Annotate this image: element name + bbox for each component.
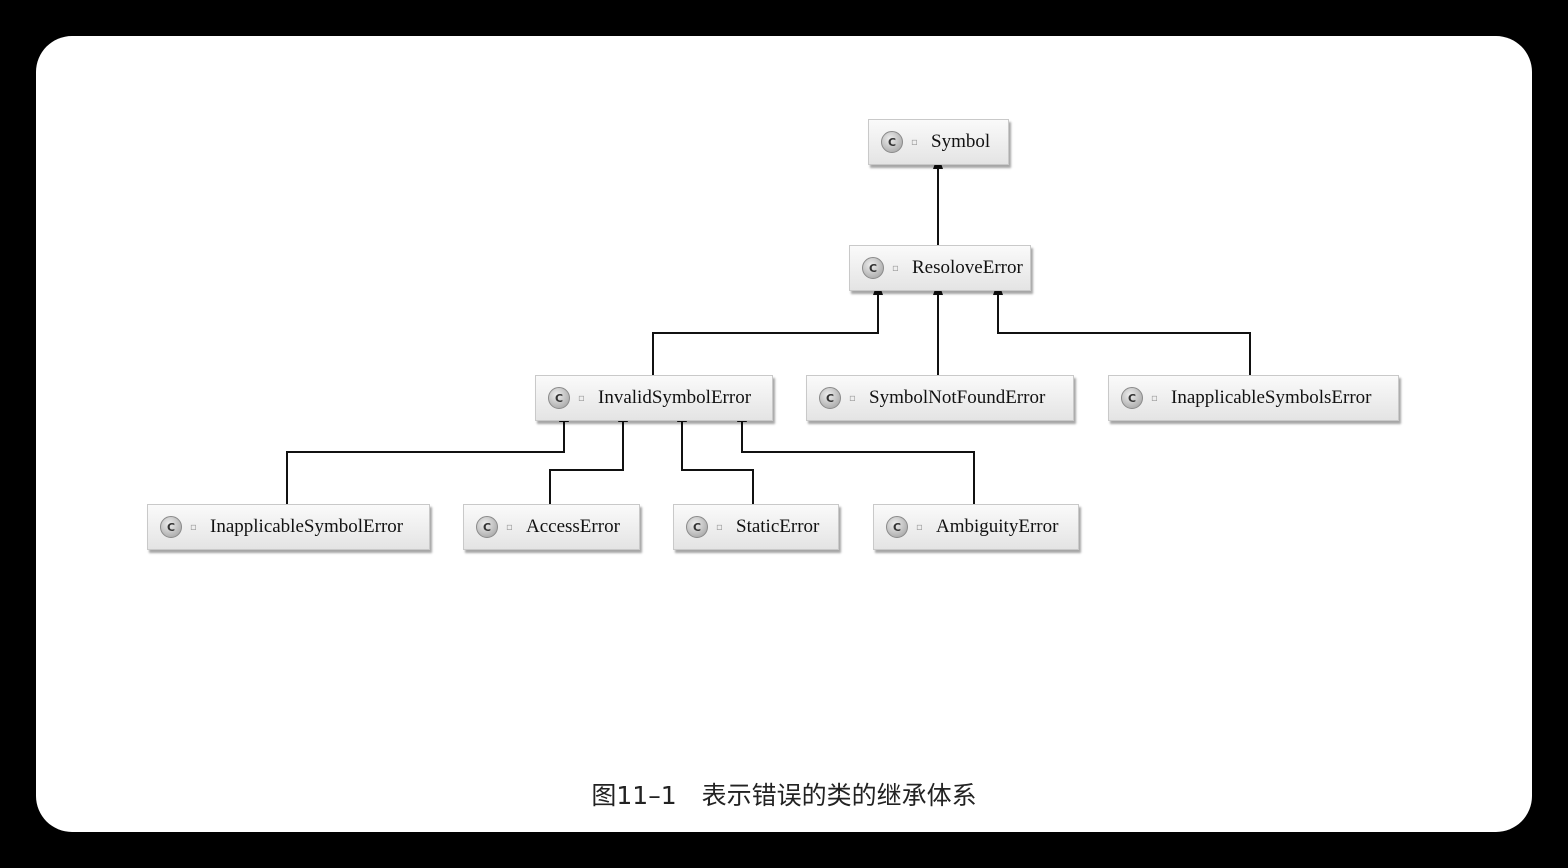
class-icon: C bbox=[862, 257, 884, 279]
visibility-icon: ▫ bbox=[892, 262, 899, 274]
visibility-icon: ▫ bbox=[1151, 392, 1158, 404]
class-node-resolove-error[interactable]: C ▫ ResoloveError bbox=[849, 245, 1031, 291]
class-icon: C bbox=[686, 516, 708, 538]
edge-static-error-to-invalid-symbol-error bbox=[677, 408, 754, 504]
visibility-icon: ▫ bbox=[716, 521, 723, 533]
class-icon: C bbox=[160, 516, 182, 538]
diagram-card bbox=[36, 36, 1532, 832]
class-node-invalid-symbol-error[interactable]: C ▫ InvalidSymbolError bbox=[535, 375, 773, 421]
class-icon: C bbox=[819, 387, 841, 409]
edge-invalid-symbol-error-to-resolve-error bbox=[652, 281, 883, 375]
visibility-icon: ▫ bbox=[190, 521, 197, 533]
figure-caption: 图11–1 表示错误的类的继承体系 bbox=[591, 781, 977, 810]
visibility-icon: ▫ bbox=[506, 521, 513, 533]
class-node-inapplicable-symbol-error[interactable]: C ▫ InapplicableSymbolError bbox=[147, 504, 430, 550]
class-icon: C bbox=[886, 516, 908, 538]
class-node-label: AccessError bbox=[526, 516, 620, 537]
class-node-static-error[interactable]: C ▫ StaticError bbox=[673, 504, 839, 550]
class-node-inapplicable-symbols-error[interactable]: C ▫ InapplicableSymbolsError bbox=[1108, 375, 1399, 421]
class-node-symbol[interactable]: C ▫ Symbol bbox=[868, 119, 1009, 165]
class-node-symbol-not-found-error[interactable]: C ▫ SymbolNotFoundError bbox=[806, 375, 1074, 421]
visibility-icon: ▫ bbox=[578, 392, 585, 404]
class-node-access-error[interactable]: C ▫ AccessError bbox=[463, 504, 640, 550]
edge-ambiguity-error-to-invalid-symbol-error bbox=[737, 408, 975, 504]
class-node-label: ResoloveError bbox=[912, 257, 1023, 278]
class-node-label: AmbiguityError bbox=[936, 516, 1059, 537]
class-node-label: InapplicableSymbolError bbox=[210, 516, 404, 537]
class-node-label: InvalidSymbolError bbox=[598, 387, 752, 408]
edge-inapplicable-symbols-error-to-resolve-error bbox=[993, 281, 1251, 375]
class-node-label: SymbolNotFoundError bbox=[869, 387, 1046, 408]
edge-access-error-to-invalid-symbol-error bbox=[549, 408, 628, 504]
class-icon: C bbox=[548, 387, 570, 409]
edge-inapplicable-symbol-error-to-invalid-symbol-error bbox=[286, 408, 569, 504]
visibility-icon: ▫ bbox=[911, 136, 918, 148]
visibility-icon: ▫ bbox=[916, 521, 923, 533]
visibility-icon: ▫ bbox=[849, 392, 856, 404]
class-node-label: StaticError bbox=[736, 516, 820, 537]
class-icon: C bbox=[476, 516, 498, 538]
class-node-label: Symbol bbox=[931, 131, 991, 152]
class-node-label: InapplicableSymbolsError bbox=[1171, 387, 1372, 408]
class-node-ambiguity-error[interactable]: C ▫ AmbiguityError bbox=[873, 504, 1079, 550]
class-icon: C bbox=[1121, 387, 1143, 409]
class-icon: C bbox=[881, 131, 903, 153]
